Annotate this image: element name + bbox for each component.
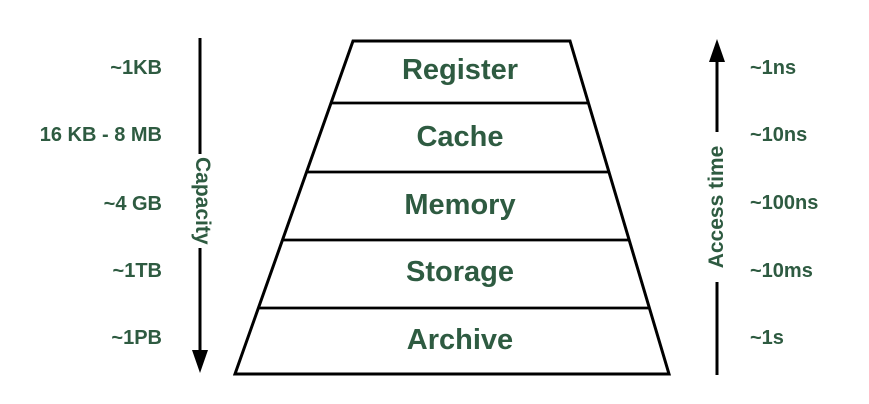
access-time-label-cache: ~10ns xyxy=(750,124,808,146)
pyramid-level-memory: Memory xyxy=(404,189,516,221)
capacity-axis-label: Capacity xyxy=(189,154,215,248)
capacity-label-cache: 16 KB - 8 MB xyxy=(39,124,162,146)
capacity-label-register: ~1KB xyxy=(110,57,162,79)
access-time-axis-label: Access time xyxy=(704,132,730,282)
access-time-label-archive: ~1s xyxy=(750,327,784,349)
pyramid-level-storage: Storage xyxy=(406,256,514,288)
capacity-label-archive: ~1PB xyxy=(111,327,162,349)
access-time-label-storage: ~10ms xyxy=(750,260,813,282)
access-time-label-memory: ~100ns xyxy=(750,192,819,214)
pyramid-trapezoid xyxy=(232,39,672,376)
pyramid-level-archive: Archive xyxy=(406,324,514,356)
capacity-arrowhead-down-icon xyxy=(192,350,208,373)
capacity-label-storage: ~1TB xyxy=(112,260,162,282)
pyramid-level-register: Register xyxy=(401,54,519,86)
access-time-arrowhead-up-icon xyxy=(709,39,725,62)
capacity-label-memory: ~4 GB xyxy=(103,193,162,215)
pyramid-level-cache: Cache xyxy=(416,121,504,153)
access-time-label-register: ~1ns xyxy=(750,57,797,79)
